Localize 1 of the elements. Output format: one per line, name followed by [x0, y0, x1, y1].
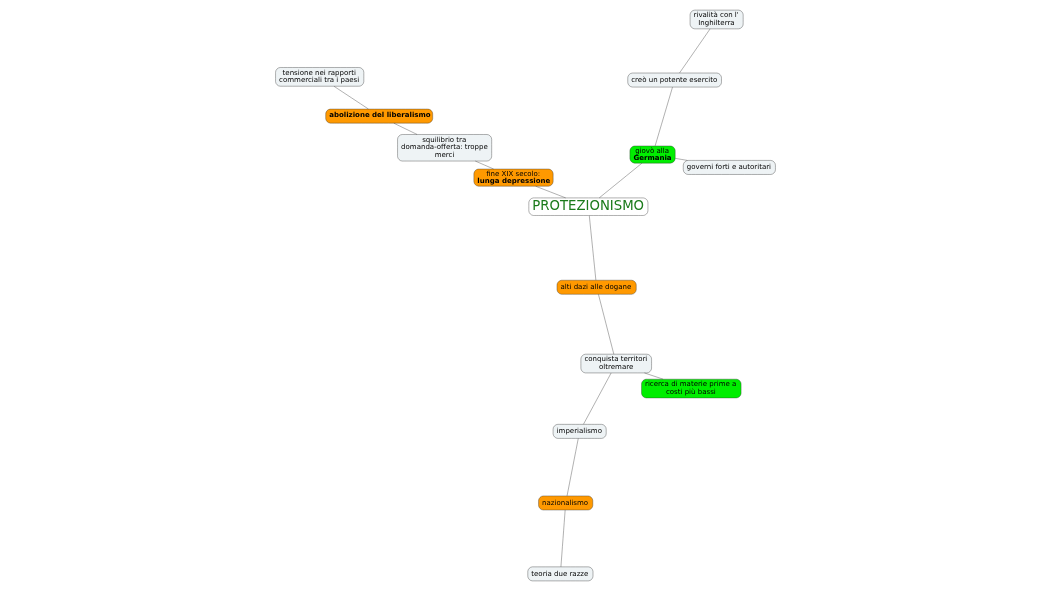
node-box: PROTEZIONISMO — [528, 197, 649, 216]
